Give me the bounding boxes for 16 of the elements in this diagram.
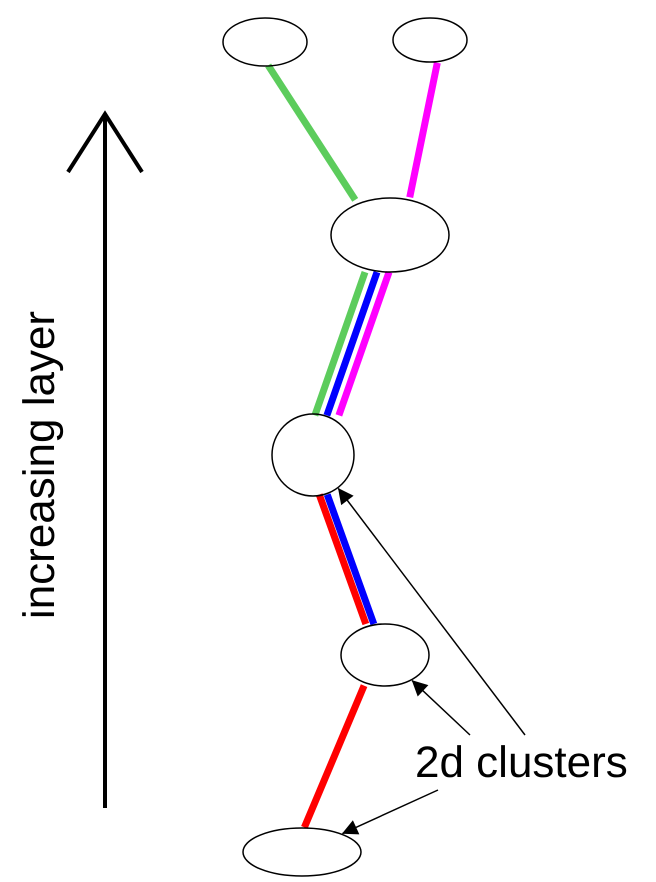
cluster-ellipse [242, 827, 362, 877]
cluster-label: 2d clusters [415, 737, 628, 789]
track-line [336, 270, 392, 417]
track-line [265, 64, 358, 202]
track-line [316, 493, 370, 626]
track-line [324, 270, 380, 417]
cluster-ellipse [271, 413, 355, 497]
track-line [301, 684, 368, 829]
cluster-ellipse [392, 17, 468, 63]
track-line [324, 493, 378, 626]
cluster-ellipse [330, 197, 450, 273]
track-line [312, 270, 368, 417]
axis-label: increasing layer [15, 310, 65, 620]
track-line [406, 62, 441, 198]
cluster-ellipse [340, 623, 430, 687]
cluster-ellipse [222, 17, 308, 67]
